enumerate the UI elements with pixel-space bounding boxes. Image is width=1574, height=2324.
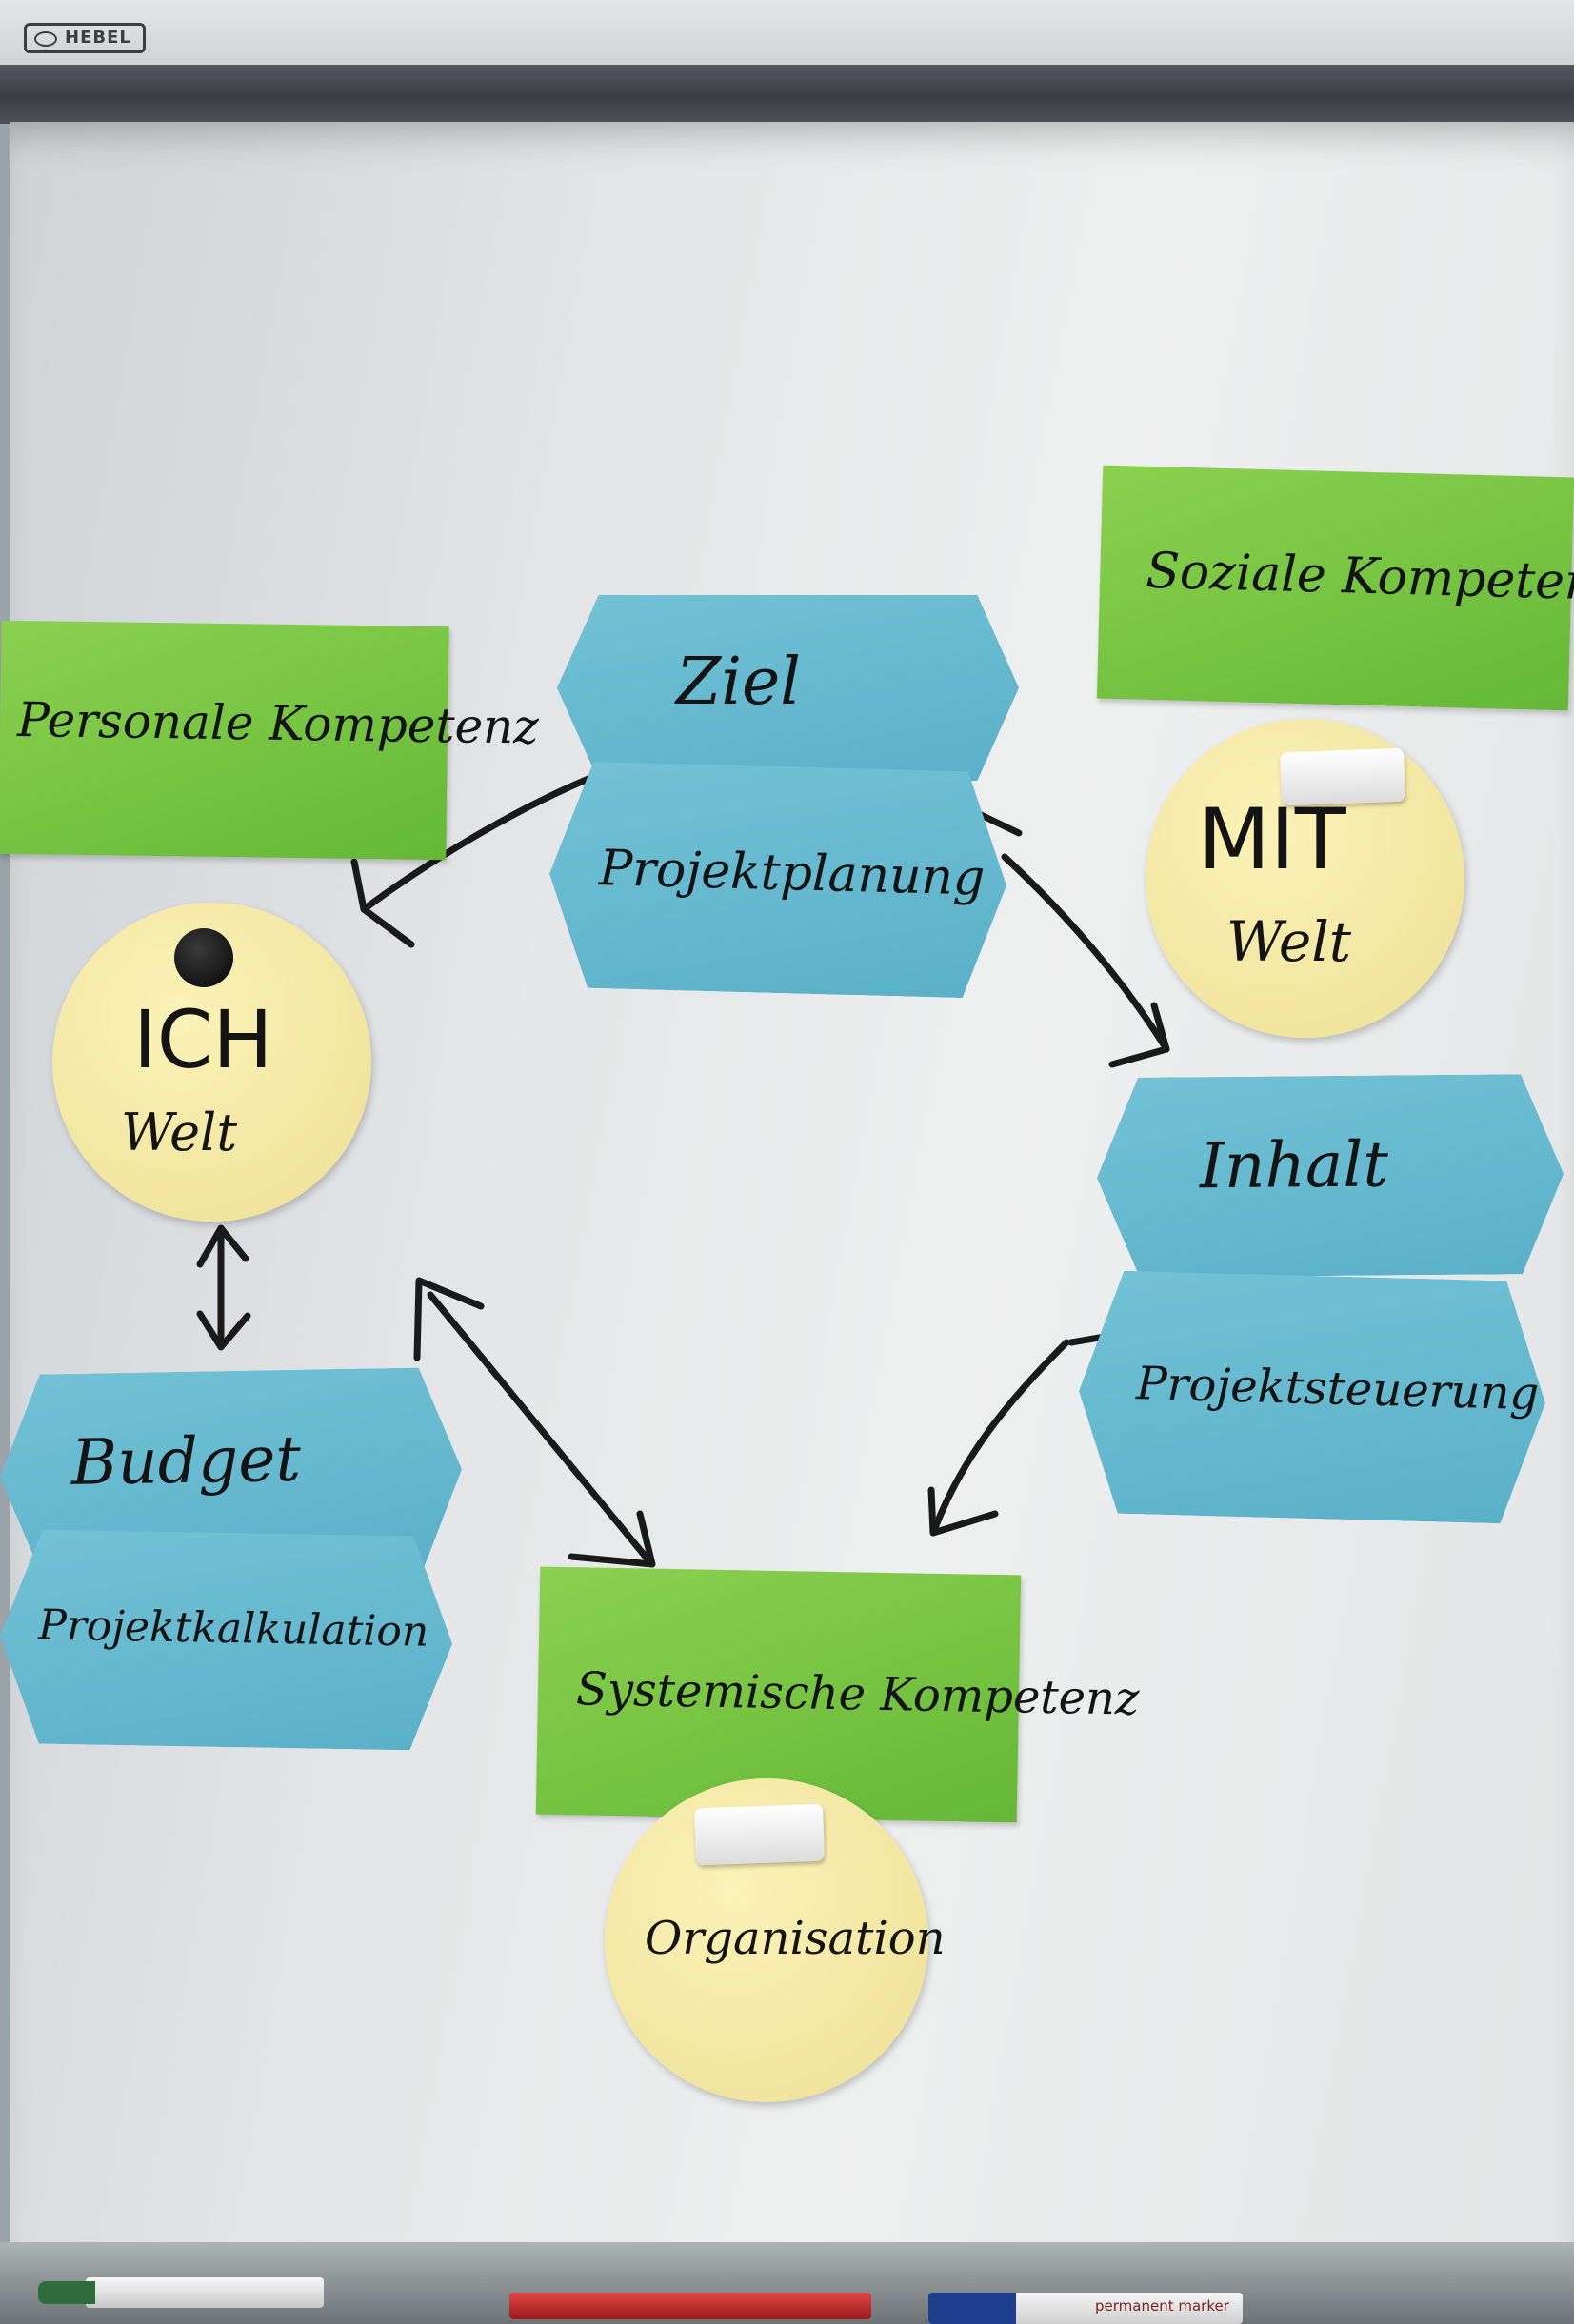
card-projektplanung: Projektplanung bbox=[547, 761, 1009, 999]
arrowhead-budget-bottom bbox=[196, 1310, 251, 1351]
arrowhead-ich-top bbox=[196, 1224, 249, 1268]
white-magnet bbox=[693, 1803, 826, 1866]
circle-subtitle: Welt bbox=[121, 1102, 238, 1162]
circle-title: Organisation bbox=[645, 1912, 946, 1965]
card-ziel: Ziel bbox=[557, 595, 1019, 781]
blue-marker bbox=[928, 2293, 1243, 2324]
flipchart-clamp-bar bbox=[0, 65, 1574, 124]
arrowhead-planung-to-inhalt bbox=[1108, 1002, 1170, 1068]
card-inhalt: Inhalt bbox=[1096, 1074, 1564, 1278]
arrowhead-budget-end bbox=[413, 1277, 485, 1361]
flipchart-top: HEBEL bbox=[0, 0, 1574, 67]
brand-logo: HEBEL bbox=[24, 23, 146, 53]
arrowhead-steuerung-to-systemische bbox=[927, 1486, 999, 1537]
marker-label: permanent marker bbox=[1095, 2297, 1229, 2314]
card-label: Inhalt bbox=[1199, 1127, 1389, 1203]
card-label: Budget bbox=[70, 1421, 302, 1500]
card-personale-kompetenz: Personale Kompetenz bbox=[0, 620, 539, 861]
black-magnet bbox=[174, 928, 233, 987]
circle-title: MIT bbox=[1198, 790, 1346, 888]
card-soziale-kompetenz: Soziale Kompetenz bbox=[1096, 465, 1574, 711]
green-marker bbox=[38, 2277, 324, 2308]
arrowhead-ziel-to-ich bbox=[350, 858, 415, 948]
card-projektkalkulation: Projektkalkulation bbox=[0, 1529, 454, 1751]
card-label: Projektkalkulation bbox=[37, 1600, 429, 1657]
arrow-ziel-to-ich bbox=[360, 772, 599, 913]
circle-title: ICH bbox=[133, 993, 273, 1086]
card-label: Soziale Kompetenz bbox=[1145, 542, 1574, 612]
arrow-budget-systemische bbox=[427, 1291, 653, 1565]
card-label: Ziel bbox=[676, 645, 801, 720]
card-label: Systemische Kompetenz bbox=[575, 1662, 1140, 1726]
arrow-planung-to-inhalt bbox=[1001, 853, 1170, 1053]
arrow-steuerung-to-systemische bbox=[929, 1339, 1070, 1537]
card-label: Personale Kompetenz bbox=[16, 691, 540, 755]
card-projektsteuerung: Projektsteuerung bbox=[1076, 1270, 1549, 1525]
white-magnet bbox=[1280, 747, 1405, 806]
card-label: Projektsteuerung bbox=[1135, 1357, 1540, 1421]
card-label: Projektplanung bbox=[598, 840, 986, 907]
circle-subtitle: Welt bbox=[1226, 909, 1352, 974]
red-marker bbox=[509, 2293, 871, 2319]
arrowhead-systemische-end bbox=[568, 1510, 656, 1568]
